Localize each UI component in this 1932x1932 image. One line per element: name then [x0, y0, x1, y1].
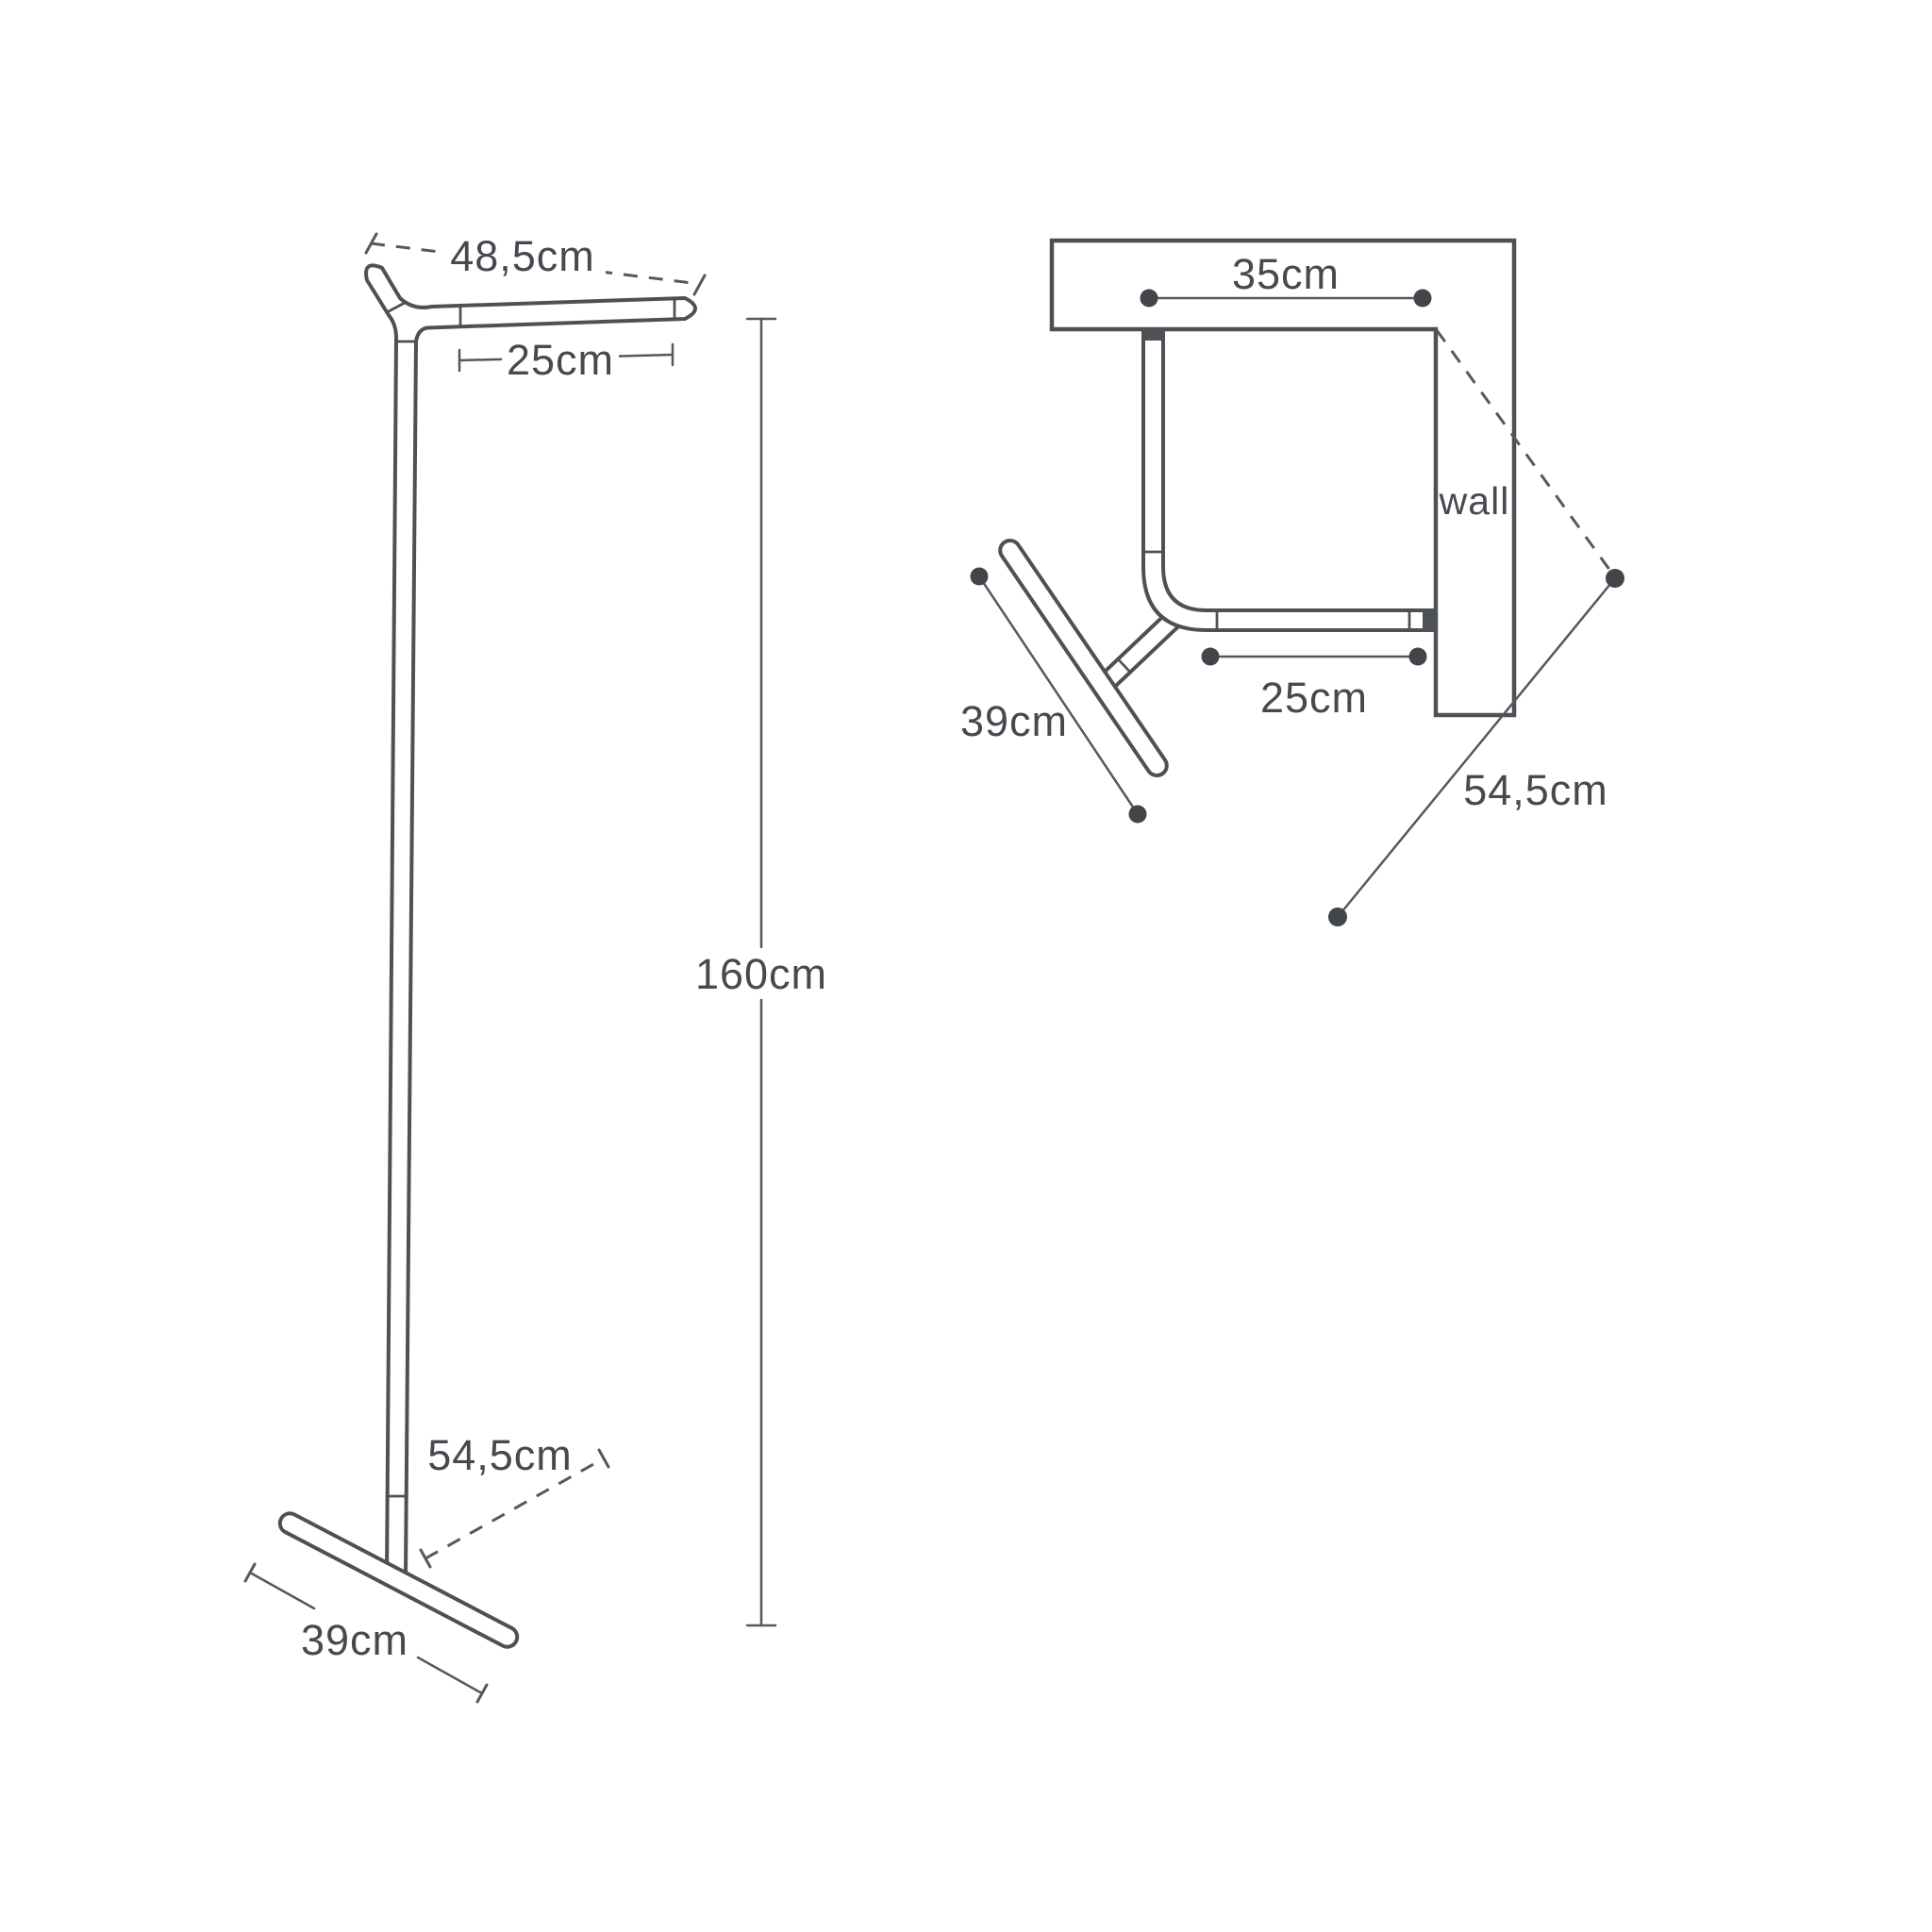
front-dim-top-width-label: 48,5cm	[450, 232, 595, 280]
top-dim-diagonal-dot-lower	[1328, 908, 1347, 926]
front-dim-foot-label: 39cm	[301, 1616, 408, 1664]
front-dim-top-width-tick-right	[692, 274, 707, 296]
front-dim-foot-line-lower	[416, 1656, 484, 1695]
top-view: 35cm 25cm 39cm 54,5cm wall	[960, 238, 1624, 926]
top-dim-diagonal: 54,5cm	[1328, 569, 1624, 926]
front-dim-bar-bg	[502, 334, 619, 383]
top-dim-bar-dot-right	[1408, 647, 1427, 666]
top-wall	[1049, 238, 1517, 718]
front-dim-top-width: 48,5cm	[364, 229, 707, 296]
top-foot-tube	[998, 538, 1169, 778]
front-hook-joint	[387, 301, 407, 313]
front-dim-base-diagonal-tick-left	[419, 1548, 432, 1569]
top-dim-foot-dot-upper	[970, 567, 989, 586]
top-dim-foot: 39cm	[960, 567, 1147, 824]
front-dim-bar: 25cm	[458, 334, 675, 384]
front-dim-height-label: 160cm	[695, 950, 827, 998]
top-dim-diagonal-dot-upper	[1606, 569, 1624, 588]
front-dim-height-bg	[697, 948, 825, 999]
top-dim-foot-label: 39cm	[960, 697, 1068, 745]
front-dim-bar-label: 25cm	[507, 336, 614, 384]
front-view: 48,5cm 25cm 160cm 54,5cm	[243, 229, 827, 1704]
front-dim-foot-line-upper	[248, 1571, 316, 1610]
top-dim-bar-dot-left	[1201, 647, 1220, 666]
front-dim-top-width-tick-left	[364, 232, 378, 255]
top-dim-diagonal-label: 54,5cm	[1463, 766, 1608, 814]
top-dim-wall-span-label: 35cm	[1232, 250, 1340, 298]
front-dim-foot: 39cm	[243, 1562, 489, 1704]
top-dim-wall-span: 35cm	[1140, 250, 1432, 308]
top-dim-foot-line	[977, 575, 1140, 816]
top-dim-bar: 25cm	[1201, 647, 1427, 722]
top-dim-wall-span-dot-left	[1140, 289, 1158, 308]
front-dim-foot-tick-left	[243, 1562, 257, 1583]
top-wall-label: wall	[1439, 479, 1510, 523]
top-connector-joint	[1117, 658, 1132, 675]
front-dim-base-diagonal-line	[425, 1457, 605, 1560]
front-dim-base-diagonal: 54,5cm	[419, 1431, 610, 1569]
front-dim-base-diagonal-tick-right	[597, 1448, 610, 1469]
top-dim-bar-label: 25cm	[1260, 674, 1368, 722]
top-bar-end-cap	[1423, 609, 1436, 631]
top-dim-wall-span-dot-right	[1413, 289, 1432, 308]
top-dim-diagonal-line	[1336, 576, 1617, 919]
front-dim-foot-tick-right	[475, 1683, 489, 1704]
top-bar-wall-cap	[1141, 330, 1165, 341]
front-frame-tube	[364, 263, 697, 1578]
front-dim-base-diagonal-label: 54,5cm	[427, 1431, 573, 1479]
front-foot-tube	[277, 1511, 520, 1649]
top-bar-tube	[1141, 328, 1438, 632]
front-dim-top-width-bg	[440, 229, 606, 280]
top-dim-foot-dot-lower	[1128, 805, 1147, 824]
front-dim-height: 160cm	[695, 317, 827, 1627]
